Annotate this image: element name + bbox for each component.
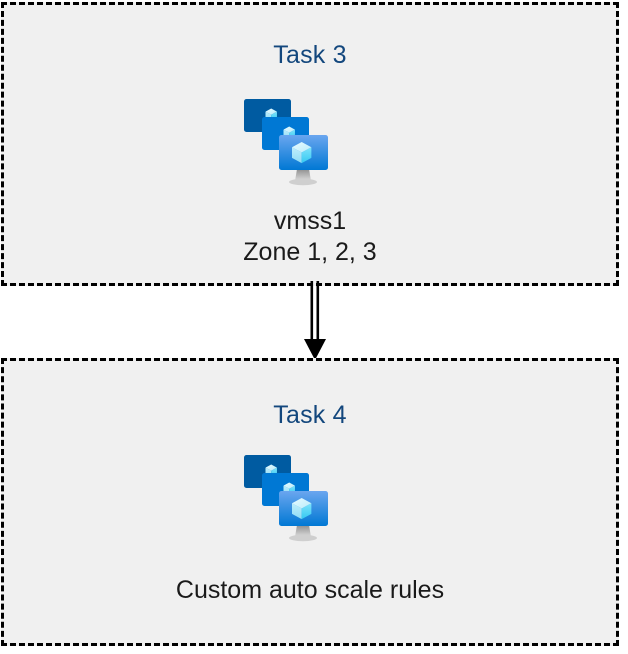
task-3-caption: vmss1 Zone 1, 2, 3: [243, 207, 377, 266]
task-box-task-4[interactable]: Task 4: [1, 358, 619, 646]
double-line-down-arrow-icon: [295, 281, 335, 361]
task-4-content: Task 4: [4, 361, 616, 643]
task-4-caption: Custom auto scale rules: [175, 576, 445, 604]
task-box-task-3[interactable]: Task 3: [1, 2, 619, 286]
task-3-content: Task 3: [4, 5, 616, 283]
azure-vm-scale-set-icon: [241, 453, 351, 549]
task-4-title: Task 4: [273, 401, 347, 429]
task-3-title: Task 3: [273, 41, 347, 69]
azure-vm-scale-set-icon: [241, 97, 351, 193]
